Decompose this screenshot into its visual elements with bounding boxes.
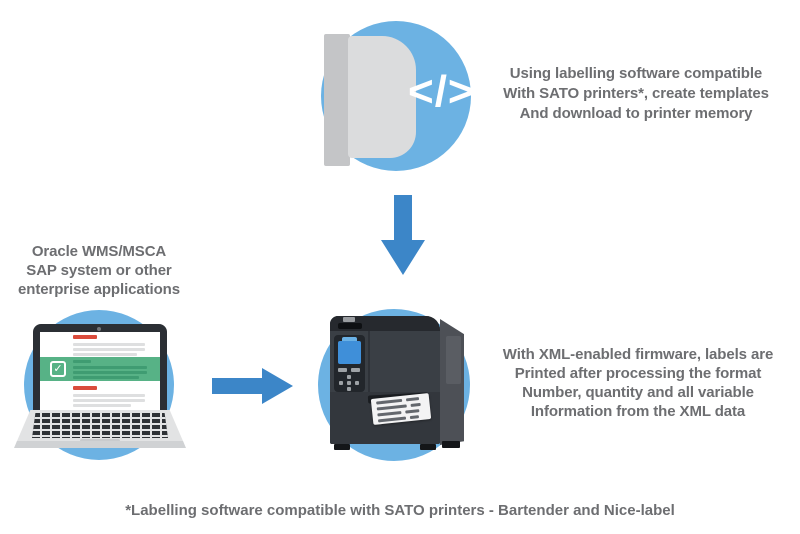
printer-latch [343,317,355,322]
dpad-right-button [355,381,359,385]
right-arrow-icon [212,368,293,404]
screen-text-line [73,343,145,346]
software-box-icon [348,36,416,158]
caption-line: Information from the XML data [530,403,746,420]
printer-foot [442,441,460,448]
printer-foot [420,444,436,450]
caption-line: Number, quantity and all variable [522,384,754,401]
caption-line: enterprise applications [18,281,180,298]
caption-line: And download to printer memory [519,105,753,122]
caption-line: Oracle WMS/MSCA [31,243,167,260]
caption-line: With SATO printers*, create templates [503,85,769,102]
screen-red-bar [73,335,97,339]
keyboard-keys [32,413,168,438]
lcd-top-tab [342,337,357,343]
dpad-down-button [347,387,351,391]
code-icon: </> [408,67,475,116]
printer-icon [330,316,440,444]
footnote: *Labelling software compatible with SATO… [125,502,675,519]
screen-text-line [73,348,145,351]
caption-line: Printed after processing the format [514,365,762,382]
dpad-center-button [347,381,351,385]
caption-line: SAP system or other [26,262,172,279]
band-text-line [73,376,139,379]
screen-text-line [73,404,131,407]
printer-side-panel [440,319,464,445]
band-text-line [73,366,147,369]
erp-caption: Oracle WMS/MSCA SAP system or other ente… [9,242,189,299]
checkbox-icon: ✓ [50,361,66,377]
screen-red-bar [73,386,97,390]
printer-control-panel [334,335,365,392]
screen-text-line [73,394,145,397]
laptop-screen: ✓ [40,332,160,411]
selected-row-band: ✓ [40,357,160,381]
screen-text-line [73,353,137,356]
printer-button [338,368,347,372]
printer-top-slot [338,323,362,329]
laptop-keyboard [14,410,186,448]
caption-line: Using labelling software compatible [509,65,763,82]
software-box-spine [324,34,350,166]
dpad-left-button [339,381,343,385]
touchpad [80,439,120,446]
screen-text-line [73,399,145,402]
down-arrow-icon [381,195,425,275]
printer-foot [334,444,350,450]
software-caption: Using labelling software compatible With… [486,64,786,124]
caption-line: With XML-enabled firmware, labels are [502,346,774,363]
printer-caption: With XML-enabled firmware, labels are Pr… [483,345,793,421]
webcam-dot-icon [97,327,101,331]
band-title-line [73,360,91,363]
band-text-line [73,371,147,374]
printer-side-window [446,336,461,384]
dpad-up-button [347,375,351,379]
printer-button [351,368,360,372]
printer-seam [368,331,370,392]
lcd-screen [338,341,361,364]
laptop-icon: ✓ [33,324,167,411]
